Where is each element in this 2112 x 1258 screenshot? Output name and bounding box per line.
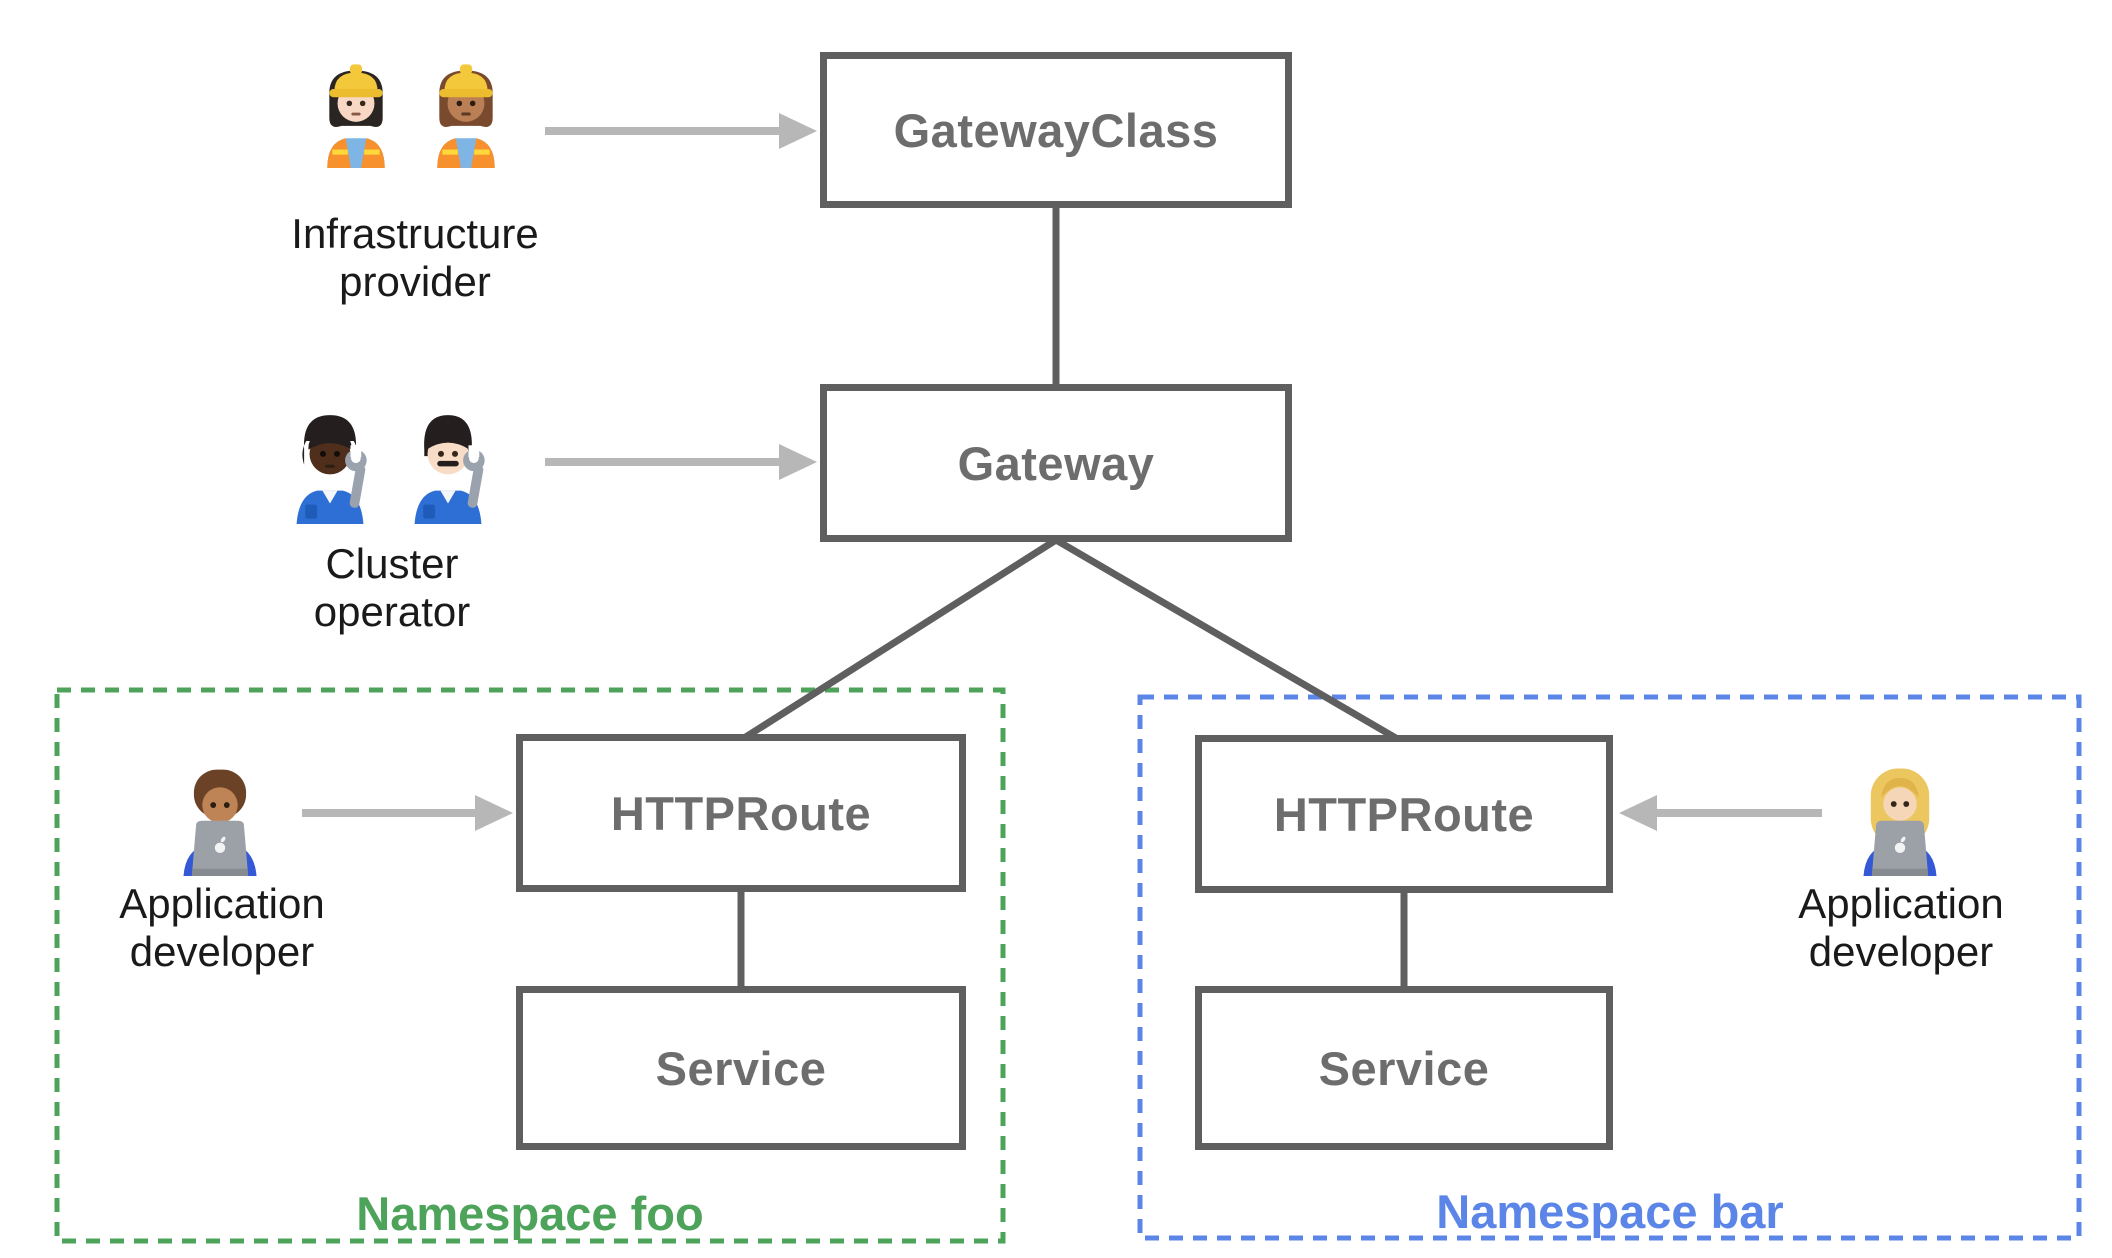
node-gateway: Gateway [820, 384, 1292, 542]
actor-application-developer-foo-label: Application developer [0, 880, 472, 976]
person-mechanic-dark-skin-emoji [296, 415, 367, 524]
actor-label-line: Cluster [325, 540, 459, 587]
connector-gateway-httproute-bar [1054, 536, 1403, 745]
man-mechanic-light-skin-emoji [414, 415, 485, 524]
actor-cluster-operator-label: Cluster operator [142, 540, 642, 636]
node-service-bar: Service [1195, 986, 1613, 1150]
actor-application-developer-bar-label: Application developer [1651, 880, 2112, 976]
node-httproute-foo-label: HTTPRoute [610, 786, 872, 840]
actor-label-line: operator [313, 588, 471, 635]
actor-label-line: Application [119, 880, 325, 927]
node-service-foo-label: Service [655, 1041, 827, 1095]
namespace-bar-label: Namespace bar [1436, 1185, 1784, 1238]
node-service-bar-label: Service [1318, 1041, 1490, 1095]
actor-label-line: provider [339, 258, 491, 305]
actor-label-line: Application [1798, 880, 2004, 927]
connector-gateway-httproute-foo [739, 537, 1058, 743]
actor-label-line: developer [1808, 928, 1994, 975]
node-httproute-bar-label: HTTPRoute [1273, 787, 1535, 841]
namespace-foo-label: Namespace foo [356, 1187, 704, 1240]
node-httproute-bar: HTTPRoute [1195, 735, 1613, 893]
node-httproute-foo: HTTPRoute [516, 734, 966, 892]
actor-infrastructure-provider-label: Infrastructure provider [165, 210, 665, 306]
node-gatewayclass: GatewayClass [820, 52, 1292, 208]
node-service-foo: Service [516, 986, 966, 1150]
woman-technologist-blonde-emoji [1863, 768, 1937, 876]
node-gateway-label: Gateway [957, 436, 1155, 490]
actor-label-line: developer [129, 928, 315, 975]
arrow-clusteroperator-to-gateway [545, 444, 817, 480]
woman-construction-worker-light-skin-emoji [327, 64, 385, 168]
arrow-infraprovider-to-gatewayclass [545, 113, 817, 149]
namespace-bar-region [1137, 694, 2082, 1241]
namespace-foo-region [54, 687, 1006, 1244]
man-technologist-medium-skin-emoji [183, 769, 257, 876]
woman-construction-worker-medium-skin-emoji [437, 64, 495, 168]
arrow-developer-to-httproute-bar [1619, 795, 1822, 831]
node-gatewayclass-label: GatewayClass [893, 103, 1219, 157]
actor-label-line: Infrastructure [291, 210, 539, 257]
arrow-developer-to-httproute-foo [302, 795, 513, 831]
